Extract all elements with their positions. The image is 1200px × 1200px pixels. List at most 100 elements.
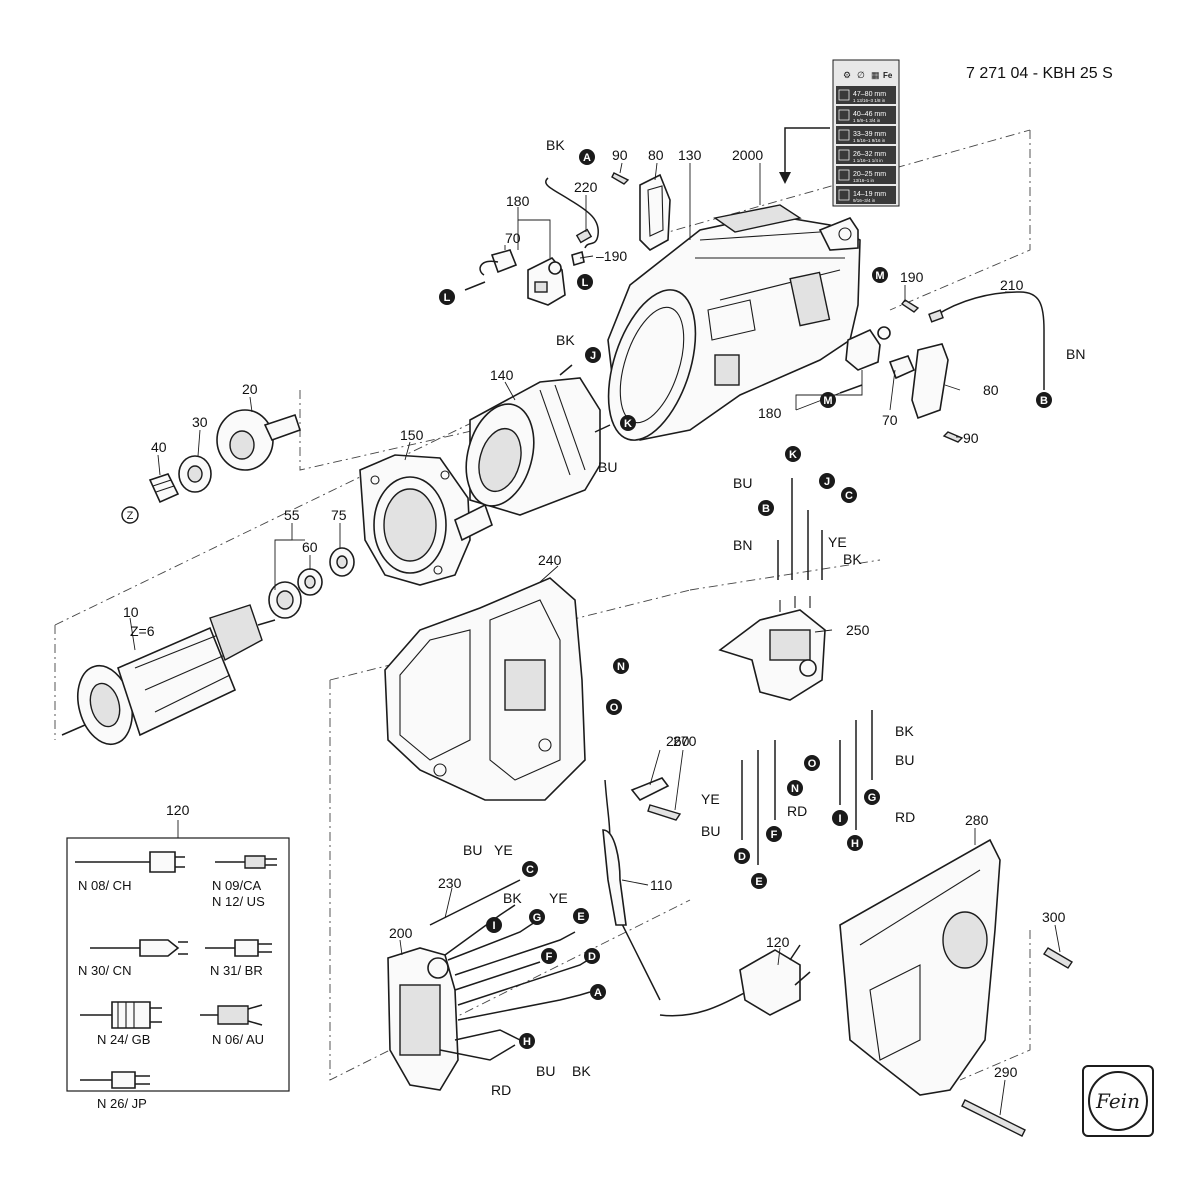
plug-label: N 30/ CN — [78, 963, 131, 978]
part-number: 130 — [678, 147, 702, 163]
part-number: 250 — [846, 622, 870, 638]
marker-n: N — [787, 780, 803, 796]
carbon-brush-70b — [888, 355, 916, 380]
part-number: 55 — [284, 507, 300, 523]
svg-text:F: F — [771, 829, 778, 841]
svg-text:B: B — [762, 503, 770, 515]
capacity-inch: 13/16–1 in — [853, 178, 875, 183]
wire-color: BU — [895, 752, 914, 768]
marker-a: A — [590, 984, 606, 1000]
logo-text: Fein — [1095, 1089, 1140, 1113]
part-number: 10 — [123, 604, 139, 620]
marker-g: G — [529, 909, 545, 925]
marker-j: J — [585, 347, 601, 363]
marker-m: M — [872, 267, 888, 283]
marker-e: E — [573, 908, 589, 924]
ball-bearing-55 — [268, 581, 302, 619]
svg-text:M: M — [823, 395, 832, 407]
svg-text:J: J — [590, 350, 596, 362]
wire-color: BK — [556, 332, 575, 348]
document-title: 7 271 04 - KBH 25 S — [966, 65, 1113, 82]
capacity-mm: 40–46 mm — [853, 111, 886, 118]
wire-color: YE — [494, 842, 513, 858]
marker-f: F — [766, 826, 782, 842]
svg-text:D: D — [588, 951, 596, 963]
svg-text:F: F — [546, 951, 553, 963]
part-number: 80 — [983, 382, 999, 398]
part-number-270: 270 — [673, 733, 697, 749]
wire-color: RD — [787, 803, 807, 819]
wire-color: BU — [536, 1063, 555, 1079]
svg-text:C: C — [526, 864, 534, 876]
marker-k: K — [785, 446, 801, 462]
plug-label: N 24/ GB — [97, 1032, 150, 1047]
bearing-flange-150 — [359, 454, 493, 586]
cable-clamp-260 — [630, 777, 670, 802]
cover-80b — [911, 343, 949, 420]
plug-us-icon — [215, 855, 277, 869]
cover-80a — [639, 173, 671, 251]
part-number: 75 — [331, 507, 347, 523]
wire-color: BU — [701, 823, 720, 839]
part-number: 90 — [963, 430, 979, 446]
screw-90b — [942, 431, 964, 443]
plug-br-icon — [205, 939, 272, 957]
label-area-2000 — [713, 204, 802, 233]
screw-90a — [611, 172, 630, 185]
switch-wires-top — [777, 478, 823, 580]
plug-label: N 26/ JP — [97, 1096, 147, 1111]
part-number: 240 — [538, 552, 562, 568]
drill-bit-icon: ⚙ — [843, 70, 851, 80]
mains-plug-120 — [659, 944, 811, 1017]
wire-color: BK — [572, 1063, 591, 1079]
armature-teeth: Z=6 — [130, 623, 155, 639]
marker-c: C — [522, 861, 538, 877]
svg-text:Z: Z — [127, 510, 134, 522]
part-number: 2000 — [732, 147, 763, 163]
svg-text:H: H — [851, 838, 859, 850]
marker-f: F — [541, 948, 557, 964]
part-number: 20 — [242, 381, 258, 397]
part-number: 40 — [151, 439, 167, 455]
part-number: 260 — [666, 733, 690, 749]
marker-b: B — [758, 500, 774, 516]
part-number: –190 — [596, 248, 627, 264]
field-coil-140 — [465, 364, 611, 516]
part-number: 190 — [900, 269, 924, 285]
marker-a: A — [579, 149, 595, 165]
svg-text:K: K — [624, 418, 632, 430]
svg-text:O: O — [808, 758, 817, 770]
part-number: 80 — [648, 147, 664, 163]
svg-text:I: I — [838, 813, 841, 825]
capacity-inch: 9/16–3/4 in — [853, 198, 876, 203]
part-number: 230 — [438, 875, 462, 891]
capacity-mm: 20–25 mm — [853, 171, 886, 178]
capacity-mm: 26–32 mm — [853, 151, 886, 158]
wire-color: BU — [733, 475, 752, 491]
svg-text:M: M — [875, 270, 884, 282]
marker-i: I — [832, 810, 848, 826]
part-number: 180 — [506, 193, 530, 209]
nut-40 — [148, 473, 180, 504]
svg-text:G: G — [868, 792, 877, 804]
marker-d: D — [584, 948, 600, 964]
marker-o: O — [804, 755, 820, 771]
capacity-inch: 1 1/16–1 1/4 in — [853, 158, 883, 163]
capacity-mm: 33–39 mm — [853, 131, 886, 138]
svg-text:C: C — [845, 490, 853, 502]
marker-h: H — [847, 835, 863, 851]
marker-n: N — [613, 658, 629, 674]
part-number: 200 — [389, 925, 413, 941]
svg-text:E: E — [577, 911, 584, 923]
steel-plate-icon: ▦ — [871, 70, 880, 80]
marker-l: L — [439, 289, 455, 305]
svg-text:D: D — [738, 851, 746, 863]
part-number: 150 — [400, 427, 424, 443]
capacity-label-sticker: ⚙ ∅ ▦ Fe 47–80 mm 1 13/16–3 1/8 in 40–46… — [832, 59, 900, 207]
screw-190b — [900, 299, 920, 313]
part-number: 30 — [192, 414, 208, 430]
wire-color: RD — [895, 809, 915, 825]
plug-label: N 09/CA — [212, 878, 261, 893]
electronic-module-200 — [387, 947, 459, 1091]
